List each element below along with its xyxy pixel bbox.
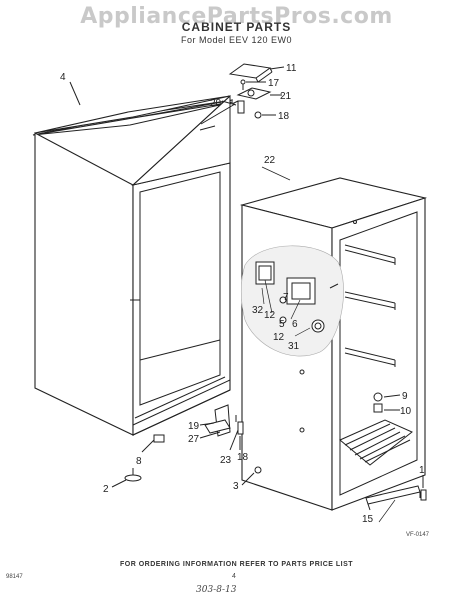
figure-code: VF-0147 — [406, 532, 430, 538]
watermark: AppliancePartsPros.com — [80, 4, 393, 29]
diagram-title: CABINET PARTS — [181, 20, 292, 34]
callout-18-top: 18 — [278, 111, 290, 122]
leveling-parts — [111, 392, 427, 501]
callout-leaders — [261, 166, 396, 523]
callout-3: 3 — [233, 481, 239, 492]
callout-18-bottom: 18 — [237, 452, 249, 463]
callout-23: 23 — [220, 455, 232, 466]
callout-31: 31 — [288, 341, 300, 352]
handwritten-note: 303-8-13 — [196, 585, 237, 595]
callout-17: 17 — [268, 78, 280, 89]
top-hinge-assembly — [200, 63, 285, 125]
callout-15: 15 — [362, 514, 374, 525]
callout-32: 32 — [252, 305, 264, 316]
leader-4 — [69, 81, 81, 106]
callout-22: 22 — [264, 155, 276, 166]
model-subtitle: For Model EEV 120 EW0 — [180, 35, 293, 45]
callout-labels: 4 11 17 20 21 18 22 32 12 7 6 5 12 31 9 … — [60, 63, 425, 525]
callout-6: 6 — [292, 319, 298, 330]
callout-12-lower: 12 — [273, 332, 285, 343]
callout-10: 10 — [400, 406, 412, 417]
callout-21: 21 — [280, 91, 292, 102]
callout-27: 27 — [188, 434, 200, 445]
callout-19: 19 — [188, 421, 200, 432]
callout-5: 5 — [279, 319, 285, 330]
control-housing-detail — [240, 245, 344, 357]
left-code: 98147 — [6, 574, 23, 580]
bottom-hinge-assembly — [199, 404, 244, 451]
callout-12-upper: 12 — [264, 310, 276, 321]
cabinet-shell — [32, 94, 234, 436]
callout-2: 2 — [103, 484, 109, 495]
ordering-info: FOR ORDERING INFORMATION REFER TO PARTS … — [119, 561, 354, 568]
callout-8: 8 — [136, 456, 142, 467]
callout-20: 20 — [210, 98, 222, 109]
callout-1: 1 — [419, 465, 425, 476]
page-number: 4 — [232, 573, 236, 580]
callout-11: 11 — [286, 63, 297, 74]
callout-9: 9 — [402, 391, 408, 402]
callout-4: 4 — [60, 72, 66, 83]
callout-7: 7 — [283, 292, 289, 303]
